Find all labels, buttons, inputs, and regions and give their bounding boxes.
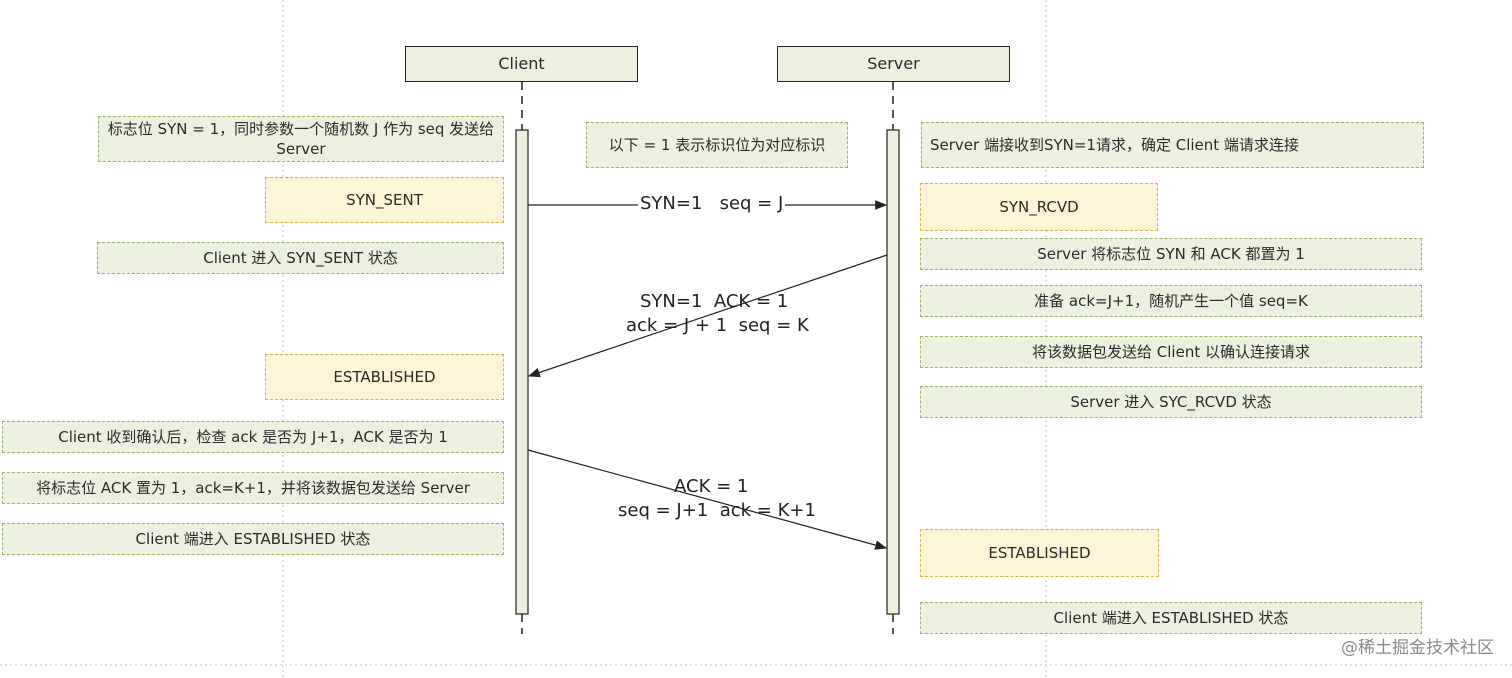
client-note-enter-established-text: Client 端进入 ESTABLISHED 状态 [135, 530, 371, 548]
server-note-prepare-ack-text: 准备 ack=J+1，随机产生一个值 seq=K [1034, 292, 1308, 310]
server-note-set-flags: Server 将标志位 SYN 和 ACK 都置为 1 [920, 238, 1422, 270]
arrow-ack [527, 449, 888, 550]
server-note-prepare-ack: 准备 ack=J+1，随机产生一个值 seq=K [920, 285, 1422, 317]
center-note-text: 以下 = 1 表示标识位为对应标识 [608, 136, 826, 154]
watermark: @稀土掘金技术社区 [1341, 638, 1494, 658]
server-activation-bar [886, 129, 900, 615]
message-syn-ack-line2: ack = J + 1 seq = K [626, 315, 809, 336]
server-state-established: ESTABLISHED [920, 529, 1159, 577]
client-note-enter-syn-sent: Client 进入 SYN_SENT 状态 [97, 242, 504, 274]
client-note-syn-send: 标志位 SYN = 1，同时参数一个随机数 J 作为 seq 发送给 Serve… [98, 116, 504, 162]
client-note-check-ack-text: Client 收到确认后，检查 ack 是否为 J+1，ACK 是否为 1 [58, 428, 448, 446]
server-state-established-text: ESTABLISHED [988, 544, 1091, 562]
client-note-set-ack: 将标志位 ACK 置为 1，ack=K+1，并将该数据包发送给 Server [2, 472, 504, 504]
client-actor-label: Client [498, 54, 545, 73]
client-note-set-ack-text: 将标志位 ACK 置为 1，ack=K+1，并将该数据包发送给 Server [36, 479, 470, 497]
server-note-send-packet: 将该数据包发送给 Client 以确认连接请求 [920, 336, 1422, 368]
arrow-syn-ack [527, 254, 888, 378]
client-state-established: ESTABLISHED [265, 354, 504, 400]
client-state-syn-sent-text: SYN_SENT [346, 191, 423, 209]
server-note-enter-established-text: Client 端进入 ESTABLISHED 状态 [1053, 609, 1289, 627]
server-note-set-flags-text: Server 将标志位 SYN 和 ACK 都置为 1 [1037, 245, 1305, 263]
client-state-established-text: ESTABLISHED [333, 368, 436, 386]
server-state-syn-rcvd-text: SYN_RCVD [999, 198, 1079, 216]
server-note-receive-syn: Server 端接收到SYN=1请求，确定 Client 端请求连接 [921, 122, 1424, 168]
client-note-check-ack: Client 收到确认后，检查 ack 是否为 J+1，ACK 是否为 1 [2, 421, 504, 453]
server-actor-label: Server [867, 54, 920, 73]
client-actor: Client [405, 46, 638, 82]
server-note-send-packet-text: 将该数据包发送给 Client 以确认连接请求 [1032, 343, 1310, 361]
client-note-syn-send-text: 标志位 SYN = 1，同时参数一个随机数 J 作为 seq 发送给 Serve… [107, 120, 495, 158]
server-note-enter-established: Client 端进入 ESTABLISHED 状态 [920, 602, 1422, 634]
message-ack-line2: seq = J+1 ack = K+1 [618, 500, 816, 521]
server-actor: Server [777, 46, 1010, 82]
server-note-enter-syc-rcvd-text: Server 进入 SYC_RCVD 状态 [1070, 393, 1272, 411]
message-ack-line1: ACK = 1 [674, 476, 749, 497]
client-activation-bar [515, 129, 529, 615]
message-syn-ack-line1: SYN=1 ACK = 1 [640, 291, 789, 312]
center-note: 以下 = 1 表示标识位为对应标识 [586, 122, 848, 168]
client-note-enter-established: Client 端进入 ESTABLISHED 状态 [2, 523, 504, 555]
client-state-syn-sent: SYN_SENT [265, 177, 504, 223]
message-syn-label: SYN=1 seq = J [638, 192, 786, 216]
server-state-syn-rcvd: SYN_RCVD [920, 183, 1158, 231]
server-note-receive-syn-text: Server 端接收到SYN=1请求，确定 Client 端请求连接 [930, 136, 1299, 154]
client-note-enter-syn-sent-text: Client 进入 SYN_SENT 状态 [203, 249, 398, 267]
server-note-enter-syc-rcvd: Server 进入 SYC_RCVD 状态 [920, 386, 1422, 418]
